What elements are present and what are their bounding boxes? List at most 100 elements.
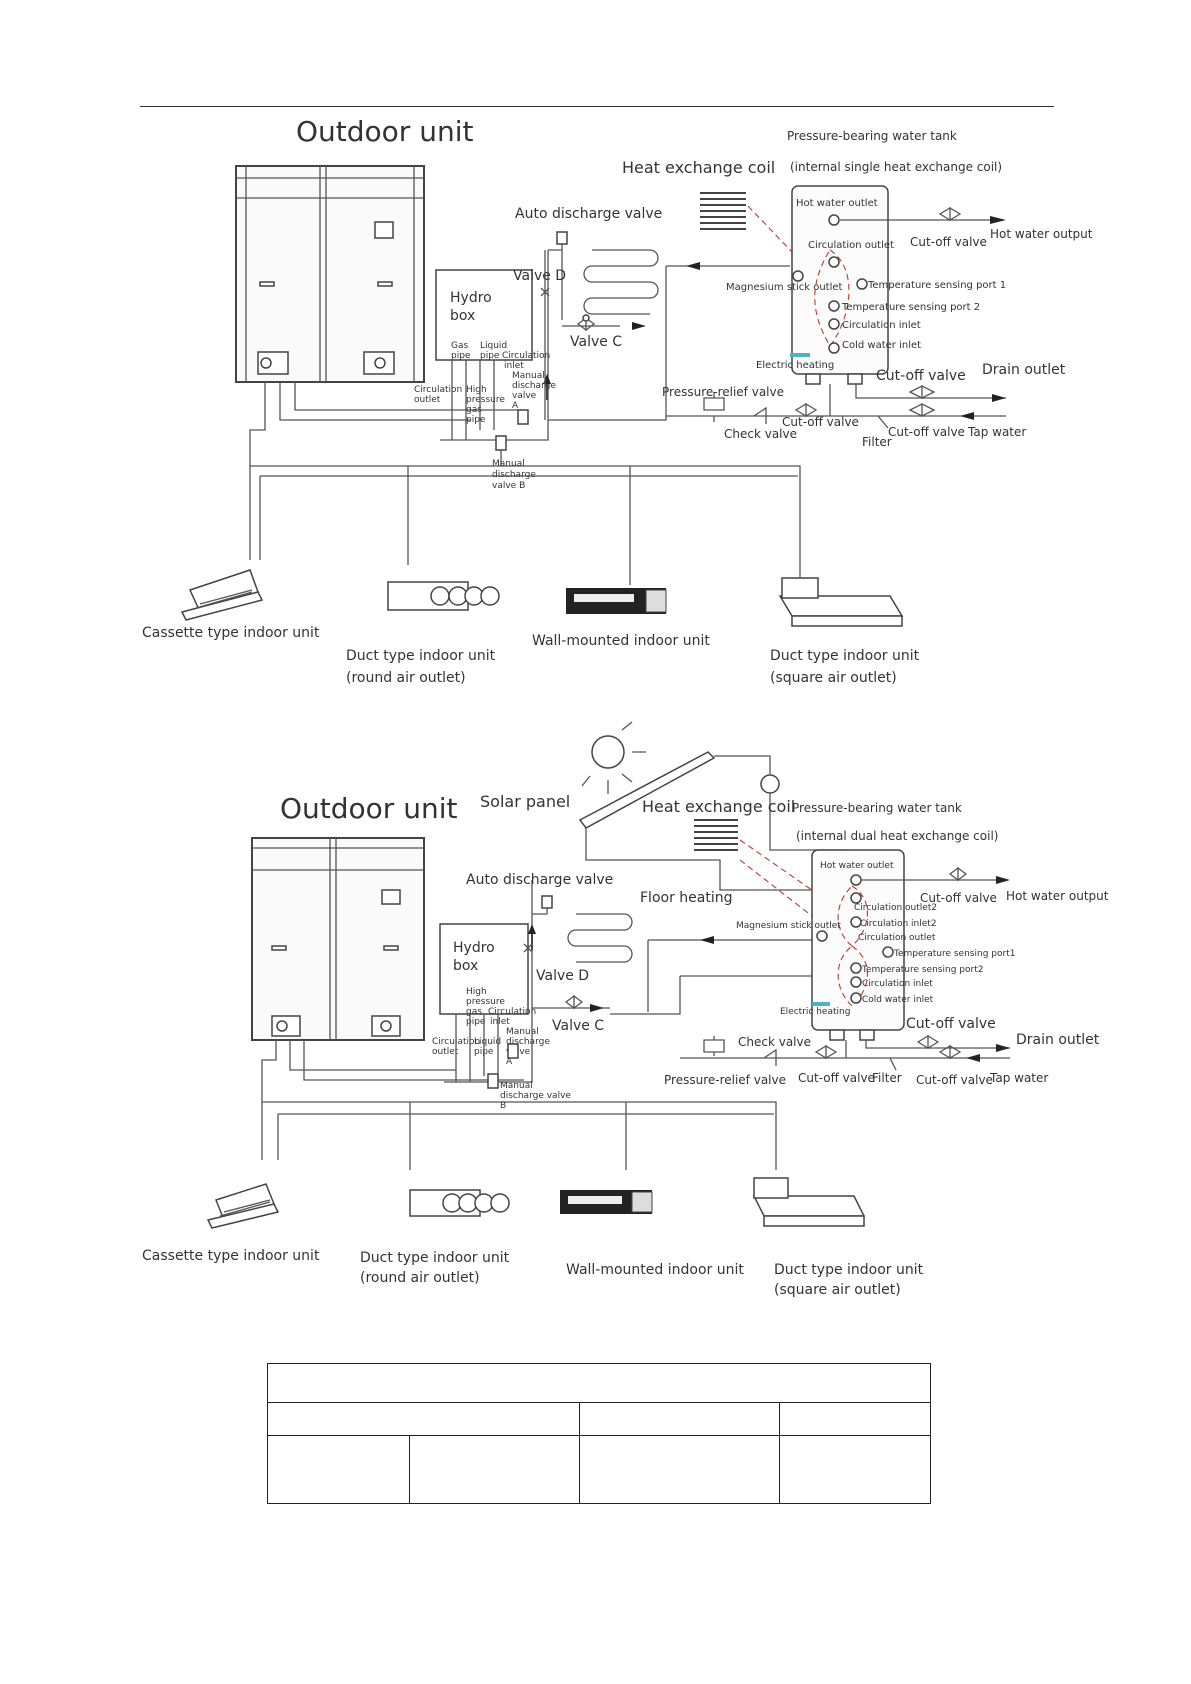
cold-water-inlet-label: Cold water inlet (842, 340, 921, 351)
check-valve-label: Check valve (724, 427, 797, 441)
tank-label: Pressure-bearing water tank (787, 129, 957, 143)
svg-text:discharge: discharge (512, 381, 556, 391)
cutoff-valve-hot-label: Cut-off valve (910, 235, 987, 249)
cassette-indoor-unit (180, 569, 264, 621)
hydro-box (439, 923, 529, 1015)
outdoor-unit (251, 837, 425, 1041)
manual-discharge-valve-a-label: Manual (512, 371, 545, 381)
svg-text:pipe: pipe (466, 415, 486, 425)
valve-c (576, 316, 596, 332)
duct-square-indoor-unit (778, 577, 904, 627)
check-valve (763, 1048, 777, 1066)
svg-text:inlet: inlet (490, 1017, 510, 1027)
drain-outlet-label: Drain outlet (982, 362, 1066, 378)
liquid-pipe-label: Liquid (480, 341, 507, 351)
cold-water-inlet-label: Cold water inlet (862, 995, 934, 1005)
svg-text:outlet: outlet (414, 395, 441, 405)
valve-c-label: Valve C (570, 334, 622, 350)
cassette-label: Cassette type indoor unit (142, 1248, 320, 1264)
auto-discharge-valve-label: Auto discharge valve (515, 206, 662, 222)
solar-panel (578, 751, 716, 829)
cutoff-valve-tap (908, 402, 936, 418)
circulation-inlet-label: Circulation (502, 351, 550, 361)
cutoff-valve-tap (938, 1044, 962, 1060)
top-rule (140, 106, 1054, 107)
svg-text:discharge: discharge (492, 470, 536, 480)
tank-label: Pressure-bearing water tank (792, 801, 962, 815)
table-cell (409, 1435, 580, 1504)
circulation-outlet-tank-label: Circulation outlet (858, 933, 936, 943)
svg-text:outlet: outlet (432, 1047, 459, 1057)
cutoff-valve-drain-label: Cut-off valve (876, 368, 966, 384)
outdoor-unit-title: Outdoor unit (280, 792, 457, 825)
svg-text:(square air outlet): (square air outlet) (770, 670, 897, 686)
circulation-outlet2-label: Circulation outlet2 (854, 903, 937, 913)
manual-discharge-valve-b-label: Manual (492, 459, 525, 469)
auto-discharge-valve-label: Auto discharge valve (466, 872, 613, 888)
filter (877, 415, 889, 429)
liquid-pipe-label: Liquid (474, 1037, 501, 1047)
wall-label: Wall-mounted indoor unit (532, 633, 710, 649)
manual-valve-b (487, 1073, 499, 1089)
valve-c-label: Valve C (552, 1018, 604, 1034)
svg-text:A: A (512, 401, 519, 411)
coil-symbol (700, 192, 746, 230)
duct-round-label: Duct type indoor unit (360, 1250, 510, 1266)
svg-text:pipe: pipe (451, 351, 471, 361)
svg-text:gas: gas (466, 405, 482, 415)
electric-heating-label: Electric heating (780, 1007, 850, 1017)
cutoff-valve-drain (916, 1034, 940, 1050)
svg-text:box: box (450, 308, 475, 324)
cassette-indoor-unit (206, 1183, 280, 1229)
cutoff-valve-drain (908, 384, 936, 400)
hydro-box-label: Hydro (450, 290, 492, 306)
tap-water-label: Tap water (967, 425, 1026, 439)
diagram-single-coil: Outdoor unit Hydro box Gas pipe Liquid p… (0, 0, 1191, 700)
duct-square-label: Duct type indoor unit (770, 648, 920, 664)
pressure-relief-valve-label: Pressure-relief valve (662, 385, 784, 399)
wall-label: Wall-mounted indoor unit (566, 1262, 744, 1278)
svg-text:B: B (500, 1101, 506, 1111)
table-cell (779, 1402, 931, 1436)
filter-label: Filter (872, 1071, 902, 1085)
solar-panel-label: Solar panel (480, 792, 570, 811)
temp-sensing-port-1-label: Temperature sensing port1 (893, 949, 1015, 959)
cutoff-valve-mid (814, 1044, 838, 1060)
filter-label: Filter (862, 435, 892, 449)
svg-text:valve: valve (512, 391, 537, 401)
svg-text:inlet: inlet (504, 361, 524, 371)
cutoff-valve-drain-label: Cut-off valve (906, 1016, 996, 1032)
circulation-inlet2-label: Circulation inlet2 (860, 919, 937, 929)
high-pressure-gas-pipe-label: High (466, 385, 487, 395)
circulation-outlet-label: Circulation (414, 385, 462, 395)
hydro-box (435, 269, 533, 361)
cutoff-valve-tap-label: Cut-off valve (888, 425, 965, 439)
cutoff-valve-hot (948, 866, 968, 882)
manual-discharge-valve-b-label: Manual (500, 1081, 533, 1091)
auto-discharge-valve (556, 231, 568, 245)
coil-symbol (694, 819, 738, 851)
wall-mounted-indoor-unit (566, 588, 667, 614)
hot-water-outlet-label: Hot water outlet (820, 861, 894, 871)
hot-water-output-label: Hot water output (1006, 889, 1109, 903)
table-cell (267, 1402, 580, 1436)
cutoff-valve-hot (938, 206, 962, 222)
svg-text:pipe: pipe (480, 351, 500, 361)
svg-text:A: A (506, 1057, 513, 1067)
gas-pipe-label: Gas (451, 341, 468, 351)
circulation-outlet-tank-label: Circulation outlet (808, 240, 894, 251)
electric-heating-label: Electric heating (756, 360, 834, 371)
svg-text:gas: gas (466, 1007, 482, 1017)
heat-exchange-coil-label: Heat exchange coil (642, 797, 795, 816)
svg-text:pipe: pipe (466, 1017, 486, 1027)
duct-square-indoor-unit (752, 1177, 866, 1227)
manual-valve-a (507, 1043, 519, 1059)
drain-outlet-label: Drain outlet (1016, 1032, 1100, 1048)
svg-text:discharge valve: discharge valve (500, 1091, 571, 1101)
table-cell (579, 1435, 780, 1504)
valve-d-label: Valve D (536, 968, 589, 984)
magnesium-stick-outlet-label: Magnesium stick outlet (736, 921, 841, 931)
duct-round-label: Duct type indoor unit (346, 648, 496, 664)
outdoor-unit (235, 165, 425, 383)
filter (889, 1057, 897, 1071)
